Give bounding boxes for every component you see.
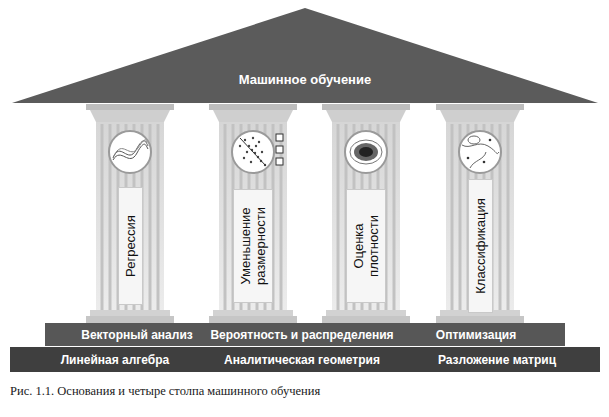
pillar-panel: Уменьшение размерности [233,189,273,303]
foundation-label: Оптимизация [436,328,516,342]
roof-shape [12,8,598,103]
pillar-label: Классификация [473,186,488,306]
foundation-label: Аналитическая геометрия [224,353,380,367]
foundation-label: Линейная алгебра [61,353,170,367]
pillar-label: Оценка плотности [351,196,381,296]
pillar-panel: Регрессия [118,187,143,305]
foundation-label: Разложение матриц [438,353,556,367]
foundation-step: Векторный анализ Вероятность и распределе… [45,323,565,346]
roof: Машинное обучение [12,8,598,103]
roof-triangle [12,8,598,103]
foundation-label: Векторный анализ [81,328,193,342]
pillar-panel: Оценка плотности [346,189,386,303]
pillar-label: Регрессия [123,194,138,298]
pillar: Оценка плотности [322,104,410,310]
pillar: Регрессия [86,104,174,310]
pillar-panel: Классификация [468,179,493,313]
roof-label: Машинное обучение [239,72,371,88]
pillar: Уменьшение размерности [209,104,297,310]
figure-caption: Рис. 1.1. Основания и четыре столпа маши… [10,384,320,399]
foundation-step: Линейная алгебра Аналитическая геометрия Р… [10,347,600,372]
pillar: Классификация [436,104,524,310]
foundation-label: Вероятность и распределения [210,328,393,342]
pillar-label: Уменьшение размерности [238,196,268,296]
